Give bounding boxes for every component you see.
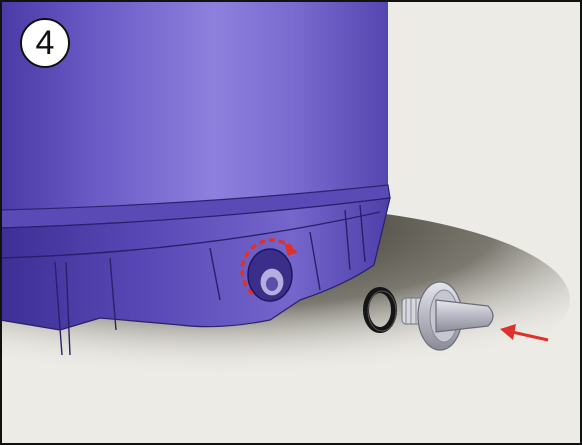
- step-number-badge: 4: [20, 18, 70, 68]
- drain-port: [248, 249, 292, 301]
